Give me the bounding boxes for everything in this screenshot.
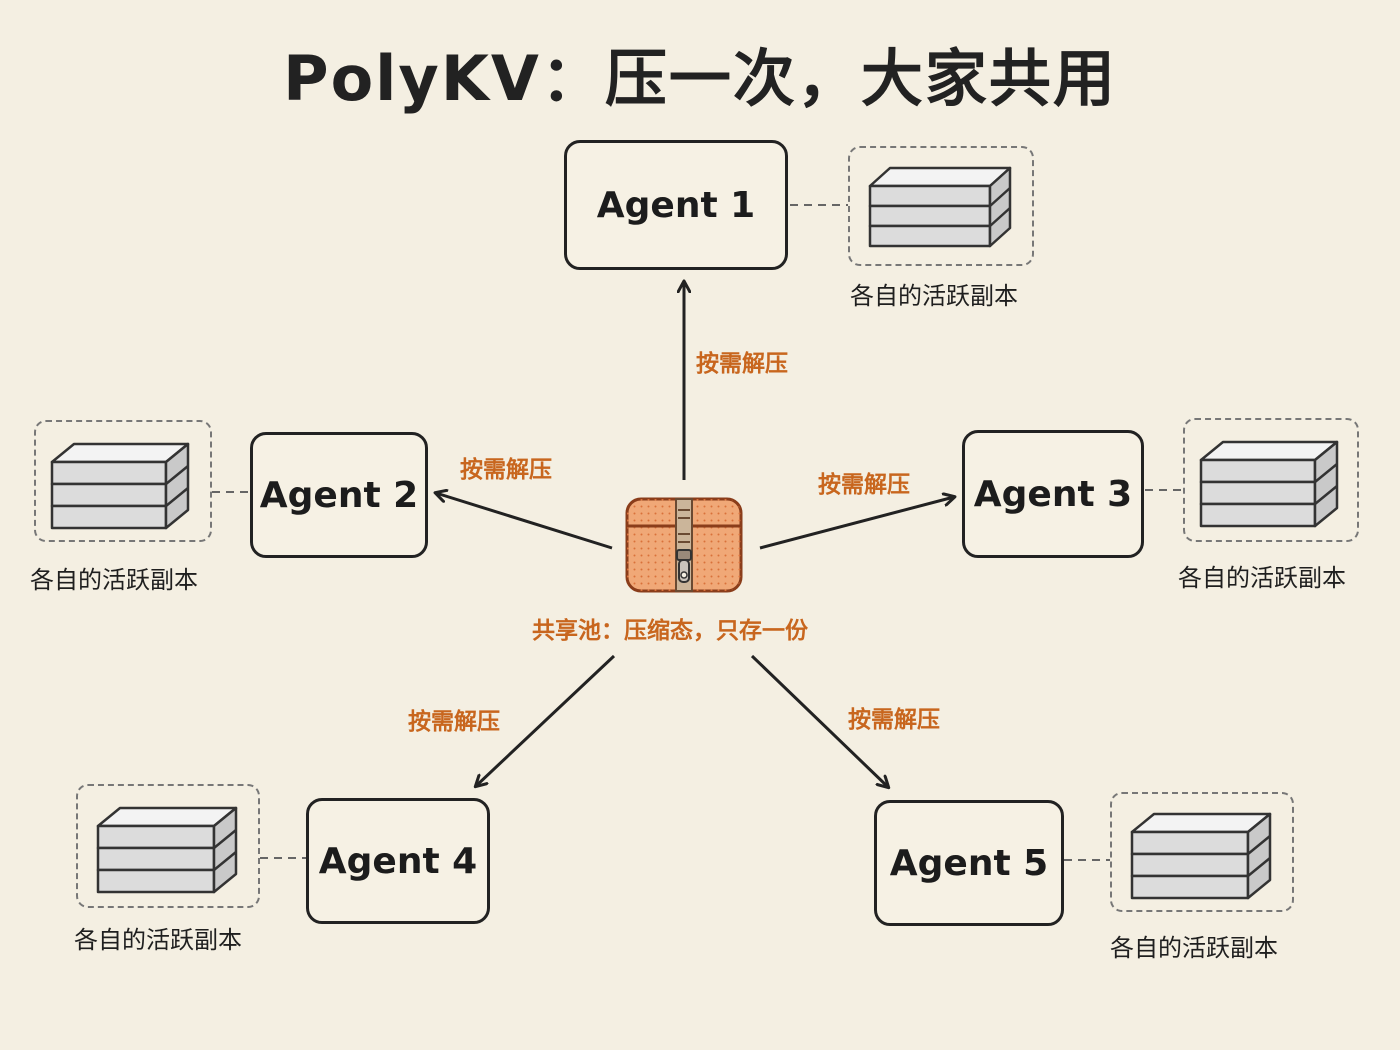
agent-4-box: Agent 4 (306, 798, 490, 924)
agent-1-active-copy (848, 146, 1034, 266)
arrow-to-agent-2 (436, 493, 613, 550)
agent-2-active-copy (34, 420, 212, 542)
diagram-title: PolyKV：压一次，大家共用 (283, 42, 1117, 115)
agent-5-active-copy (1110, 792, 1294, 912)
agent-4-copy-caption: 各自的活跃副本 (74, 926, 242, 954)
agent-2-box: Agent 2 (250, 432, 428, 558)
stacked-layers-icon (96, 806, 238, 894)
agent-3-active-copy (1183, 418, 1359, 542)
stacked-layers-icon (1199, 440, 1339, 528)
agent-4-arrow-label: 按需解压 (408, 709, 500, 735)
arrow-to-agent-3 (759, 497, 954, 550)
arrow-to-agent-5 (750, 654, 888, 787)
agent-1-arrow-label: 按需解压 (696, 351, 788, 377)
zipped-box-icon (625, 497, 743, 593)
agent-4-active-copy (76, 784, 260, 908)
agent-3-arrow-label: 按需解压 (818, 472, 910, 498)
agent-5-copy-caption: 各自的活跃副本 (1110, 934, 1278, 962)
agent-2-copy-caption: 各自的活跃副本 (30, 566, 198, 594)
stacked-layers-icon (1130, 812, 1272, 900)
agent-3-copy-caption: 各自的活跃副本 (1178, 564, 1346, 592)
agent-2-arrow-label: 按需解压 (460, 457, 552, 483)
agent-1-box: Agent 1 (564, 140, 788, 270)
agent-5-box: Agent 5 (874, 800, 1064, 926)
stacked-layers-icon (50, 442, 190, 530)
agent-3-box: Agent 3 (962, 430, 1144, 558)
agent-1-copy-caption: 各自的活跃副本 (850, 282, 1018, 310)
arrow-to-agent-4 (476, 654, 616, 786)
agent-5-arrow-label: 按需解压 (848, 707, 940, 733)
stacked-layers-icon (868, 166, 1012, 248)
shared-pool-label: 共享池：压缩态，只存一份 (532, 618, 808, 644)
